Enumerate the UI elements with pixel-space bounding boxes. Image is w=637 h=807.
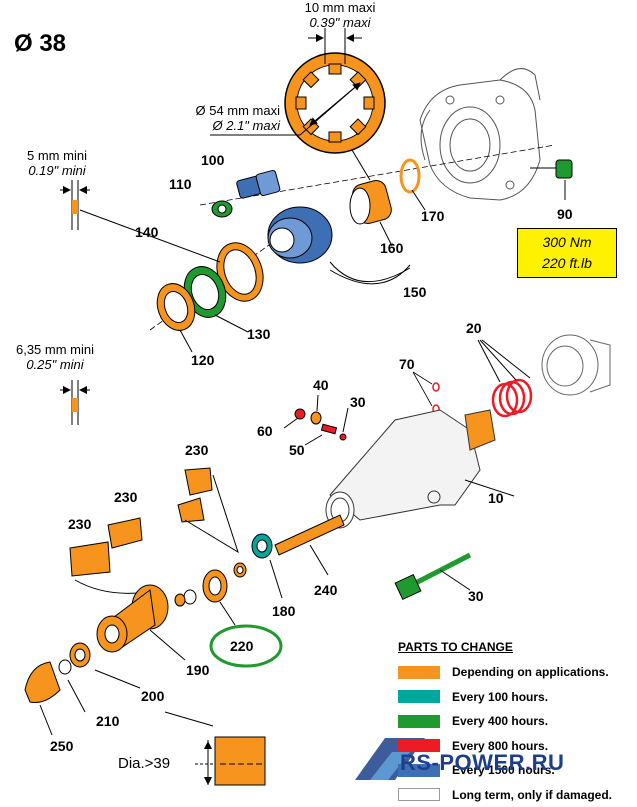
min-635-dimension: 6,35 mm mini 0.25" mini [5,342,105,372]
ring-od-dimension: Ø 54 mm maxi Ø 2.1" maxi [160,103,280,133]
part-label-30-lower: 30 [468,588,484,604]
part-label-230-b: 230 [114,489,137,505]
pinion-100-part [236,170,280,199]
legend-row-400h: Every 400 hours. [398,709,634,734]
part-label-10: 10 [488,490,504,506]
ring-od-dim-line2: Ø 2.1" maxi [160,118,280,133]
dia-tube-part [195,737,265,785]
thickness-markers [60,180,90,425]
circlip-170-part [401,160,419,192]
part-label-250: 250 [50,738,73,754]
legend-label-400h: Every 400 hours. [452,714,548,728]
torque-box: 300 Nm 220 ft.lb [517,228,617,278]
legend-label-100h: Every 100 hours. [452,690,548,704]
needle-bearing-160-part [350,178,394,225]
top-slot-dimension: 10 mm maxi 0.39" maxi [300,0,380,30]
top-slot-dim-line2: 0.39" maxi [300,15,380,30]
legend-row-damaged: Long term, only if damaged. [398,783,634,807]
part-label-230-a: 230 [185,442,208,458]
min-5-dimension: 5 mm mini 0.19" mini [12,148,102,178]
legend-swatch-white [398,788,440,801]
part-label-140: 140 [135,224,158,240]
ring-od-dim-line1: Ø 54 mm maxi [160,103,280,118]
min-5-dim-line2: 0.19" mini [12,163,102,178]
main-housing-10-part [326,410,514,528]
part-label-130: 130 [247,326,270,342]
shaft-240-part [275,515,344,575]
part-label-200: 200 [141,688,164,704]
part-label-110: 110 [169,176,192,192]
part-label-120: 120 [191,352,214,368]
gearbox-housing-top [420,69,540,200]
o-rings-20-part [478,340,531,416]
diameter-title: Ø 38 [14,30,66,58]
part-label-30-upper: 30 [350,394,366,410]
part-label-180: 180 [272,603,295,619]
detent-parts [284,395,348,445]
part-label-220: 220 [230,638,253,654]
legend-label-applications: Depending on applications. [452,665,609,679]
part-label-60: 60 [257,423,273,439]
legend-title: PARTS TO CHANGE [398,640,634,654]
min-5-dim-line1: 5 mm mini [12,148,102,163]
screw-30-part [395,555,470,599]
part-label-190: 190 [186,662,209,678]
torque-nm: 300 Nm [518,232,616,253]
torque-ftlb: 220 ft.lb [518,253,616,274]
legend-swatch-green [398,715,440,728]
part-label-170: 170 [421,208,444,224]
part-label-160: 160 [380,240,403,256]
gear-grey-part [542,335,610,395]
ring-set [175,563,246,625]
min-635-dim-line1: 6,35 mm mini [5,342,105,357]
watermark-text: RS-POWER.RU [400,750,564,776]
bracket-150 [330,262,410,282]
collar-190-part [97,585,185,660]
o-rings-70-part [413,372,439,413]
part-label-90: 90 [557,206,573,222]
dia-dimension: Dia.>39 [118,756,170,771]
part-label-230-c: 230 [68,516,91,532]
part-label-150: 150 [403,284,426,300]
legend-swatch-teal [398,690,440,703]
part-label-50: 50 [289,442,305,458]
parts-legend: PARTS TO CHANGE Depending on application… [398,640,634,807]
part-label-20: 20 [466,320,482,336]
part-label-210: 210 [96,713,119,729]
bushing-110-part [212,201,232,217]
min-635-dim-line2: 0.25" mini [5,357,105,372]
legend-row-applications: Depending on applications. [398,660,634,685]
part-label-40: 40 [313,377,329,393]
part-label-70: 70 [399,356,415,372]
top-slot-dim-line1: 10 mm maxi [300,0,380,15]
fitting-90-part [530,160,572,200]
legend-label-damaged: Long term, only if damaged. [452,788,612,802]
part-label-100: 100 [201,152,224,168]
part-label-240: 240 [314,582,337,598]
legend-swatch-orange [398,666,440,679]
legend-row-100h: Every 100 hours. [398,685,634,710]
